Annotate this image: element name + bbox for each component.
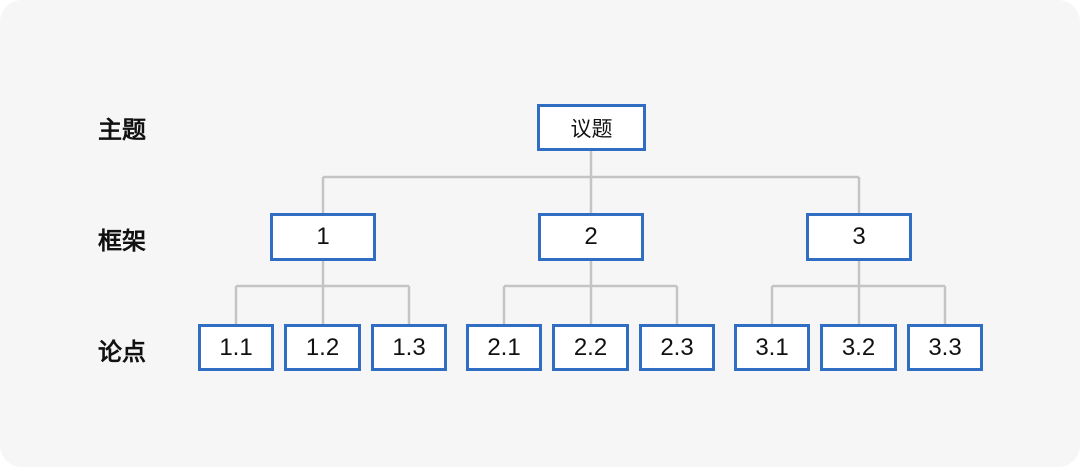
node-point-3-1: 3.1 xyxy=(734,324,810,371)
row-label-framework: 框架 xyxy=(98,227,146,255)
node-framework-2: 2 xyxy=(538,213,644,261)
node-root: 议题 xyxy=(537,104,646,151)
node-point-2-2: 2.2 xyxy=(552,324,629,371)
node-point-2-1: 2.1 xyxy=(466,324,542,371)
node-framework-1: 1 xyxy=(270,213,376,261)
node-point-1-3: 1.3 xyxy=(371,324,447,371)
node-point-3-2: 3.2 xyxy=(820,324,897,371)
node-point-2-3: 2.3 xyxy=(639,324,715,371)
node-framework-3: 3 xyxy=(806,213,912,261)
node-point-3-3: 3.3 xyxy=(907,324,983,371)
node-point-1-2: 1.2 xyxy=(284,324,361,371)
node-point-1-1: 1.1 xyxy=(198,324,274,371)
row-label-point: 论点 xyxy=(98,338,146,366)
row-label-topic: 主题 xyxy=(98,116,146,144)
